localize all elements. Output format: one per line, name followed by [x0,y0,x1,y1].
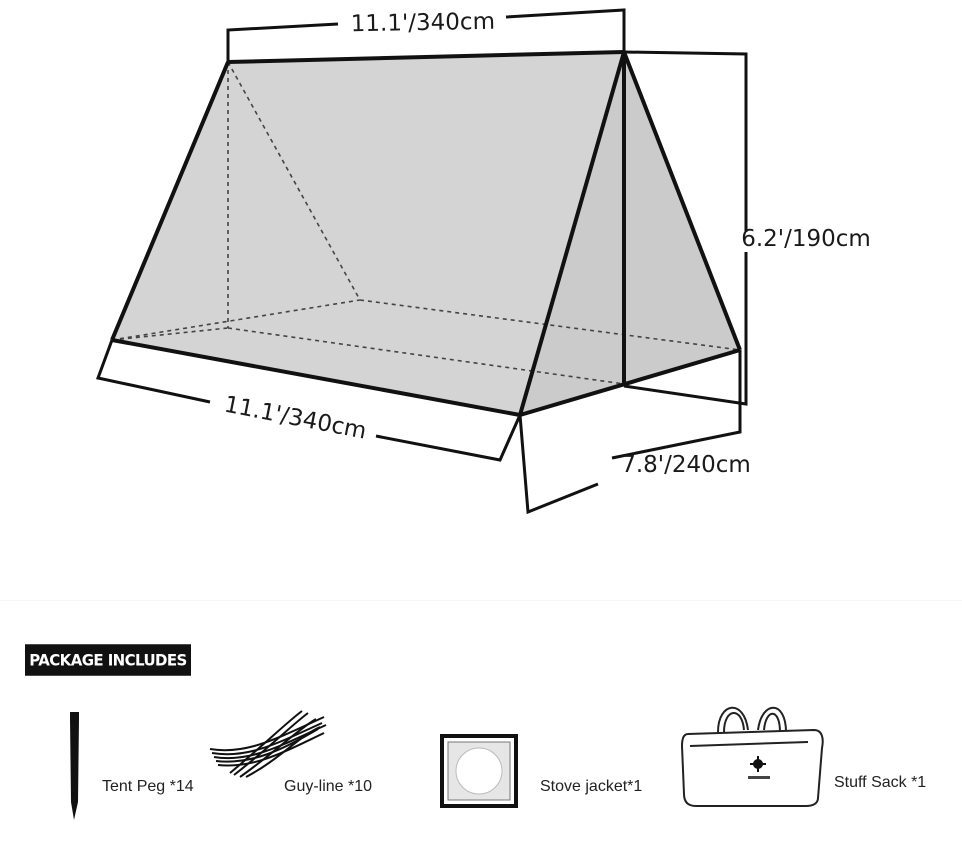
stuff-sack-icon [680,706,824,807]
guy-line-icon [209,710,327,778]
item-label-guy-line: Guy-line *10 [284,778,373,795]
stove-jacket-icon [440,734,518,808]
item-label-stove-jacket: Stove jacket*1 [540,778,643,795]
tent-dimension-diagram: 11.1'/340cm 6.2'/190cm 11.1'/340cm 7.8'/… [95,8,871,515]
package-includes-title: PACKAGE INCLUDES [25,644,191,676]
dimension-depth: 7.8'/240cm [621,452,751,478]
dimension-top-length: 11.1'/340cm [351,9,496,38]
hidden-edges [111,61,741,385]
dimension-front-length: 11.1'/340cm [222,392,369,445]
item-label-tent-peg: Tent Peg *14 [102,778,194,795]
item-label-stuff-sack: Stuff Sack *1 [834,774,927,791]
dimension-height: 6.2'/190cm [741,226,871,252]
tent-end-wall [520,52,740,415]
tent-edges [110,50,742,417]
tent-peg-icon [70,712,79,820]
section-divider [0,600,962,601]
dimension-lines [95,8,748,515]
